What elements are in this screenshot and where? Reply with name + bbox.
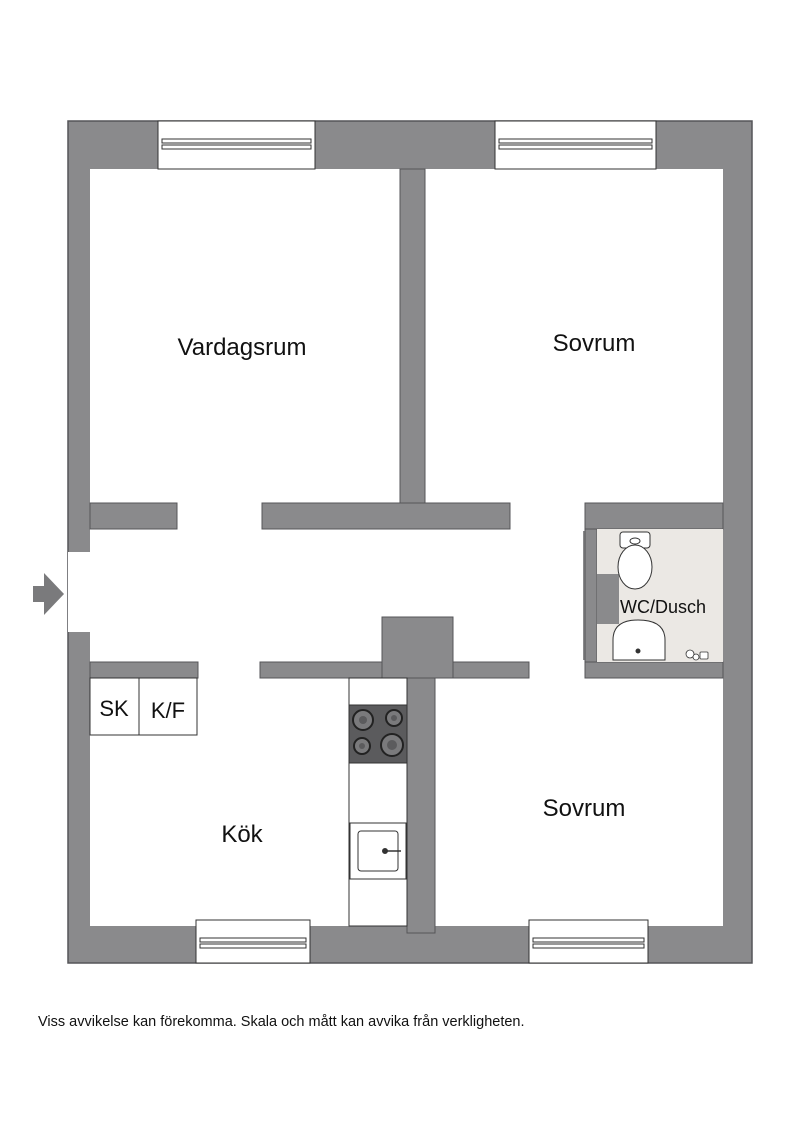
room-label-bedroom-north: Sovrum [553,330,636,357]
window-north-left [157,120,316,170]
stove-icon [348,704,408,764]
interior-walls [89,168,724,934]
kitchen-sink-icon [349,822,407,880]
washbasin-icon [612,619,666,661]
window-south-left [195,919,311,964]
room-label-cabinet-sk: SK [99,696,129,721]
arrow-right-icon [33,573,64,615]
room-label-kitchen: Kök [221,821,263,848]
disclaimer-text: Viss avvikelse kan förekomma. Skala och … [38,1014,525,1030]
windows [157,120,657,964]
room-label-bedroom-south: Sovrum [543,795,626,822]
room-label-cabinet-kf: K/F [151,698,185,723]
room-label-bathroom: WC/Dusch [620,597,706,617]
window-north-right [494,120,657,170]
window-south-right [528,919,649,964]
floor-plan: Vardagsrum Sovrum WC/Dusch SK K/F Kök So… [33,120,753,964]
room-label-living-room: Vardagsrum [178,334,307,361]
toilet-icon [617,531,653,590]
bathroom-step [597,574,619,624]
toiletries-icon [685,649,709,661]
